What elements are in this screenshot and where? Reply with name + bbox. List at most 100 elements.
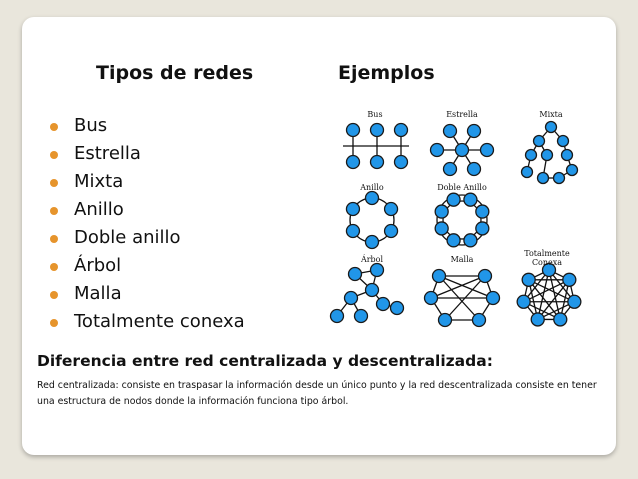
label-bus: Bus: [367, 110, 382, 119]
network-node: [434, 221, 449, 236]
network-node: [479, 142, 495, 158]
list-item-label: Estrella: [74, 143, 141, 164]
network-node: [524, 148, 538, 162]
network-node: [383, 201, 399, 217]
network-node: [429, 142, 445, 158]
network-node: [516, 294, 531, 309]
network-topologies-figure: Bus Estrella Mixta Anillo Doble Anillo Á…: [329, 110, 582, 328]
link-line: [438, 275, 494, 299]
ring-line-outer: [436, 194, 488, 246]
network-node: [466, 123, 482, 139]
network-node: [423, 290, 439, 306]
network-node: [446, 233, 461, 248]
list-item-label: Totalmente conexa: [74, 311, 245, 332]
network-node: [552, 171, 566, 185]
link-line: [528, 279, 561, 320]
bullet-icon: [50, 151, 58, 159]
list-item-label: Anillo: [74, 199, 124, 220]
list-item: Estrella: [50, 140, 245, 168]
network-node: [393, 122, 409, 138]
network-node: [485, 290, 501, 306]
bullet-icon: [50, 291, 58, 299]
link-line: [537, 269, 550, 320]
network-node: [437, 312, 453, 328]
network-node: [364, 234, 380, 250]
ring-line-inner: [442, 200, 482, 240]
list-item-label: Malla: [74, 283, 122, 304]
network-node: [345, 154, 361, 170]
link-line: [537, 279, 570, 320]
network-node: [345, 201, 361, 217]
network-node: [393, 154, 409, 170]
list-item-label: Bus: [74, 115, 108, 136]
network-node: [442, 123, 458, 139]
network-node: [521, 272, 536, 287]
bullet-icon: [50, 179, 58, 187]
network-node: [560, 148, 574, 162]
network-node: [463, 233, 478, 248]
network-node: [532, 134, 546, 148]
list-item: Árbol: [50, 252, 245, 280]
network-node: [454, 142, 470, 158]
label-conexa: Conexa: [532, 258, 562, 267]
network-node: [463, 192, 478, 207]
network-node: [544, 120, 558, 134]
list-item: Anillo: [50, 196, 245, 224]
link-line: [444, 275, 486, 321]
bullet-icon: [50, 207, 58, 215]
network-node: [364, 282, 380, 298]
network-node: [520, 165, 534, 179]
list-item: Bus: [50, 112, 245, 140]
network-node: [466, 161, 482, 177]
list-item: Totalmente conexa: [50, 308, 245, 336]
link-line: [430, 275, 486, 299]
network-node: [541, 262, 557, 278]
network-node: [565, 163, 579, 177]
network-node: [369, 154, 385, 170]
network-node: [540, 148, 554, 162]
label-mixta: Mixta: [539, 110, 562, 119]
link-line: [528, 279, 575, 303]
network-node: [567, 294, 582, 309]
list-item-label: Doble anillo: [74, 227, 181, 248]
network-node: [553, 312, 568, 327]
network-node: [475, 204, 490, 219]
section-paragraph: Red centralizada: consiste en traspasar …: [37, 380, 597, 407]
network-node: [431, 268, 447, 284]
network-node: [353, 308, 369, 324]
topology-nodes: [329, 120, 582, 328]
bullet-icon: [50, 235, 58, 243]
bullet-icon: [50, 319, 58, 327]
label-estrella: Estrella: [446, 110, 478, 119]
network-node: [434, 204, 449, 219]
link-line: [548, 269, 561, 320]
network-node: [383, 223, 399, 239]
section-heading: Diferencia entre red centralizada y desc…: [37, 352, 493, 370]
network-node: [369, 262, 385, 278]
network-node: [347, 266, 363, 282]
list-item: Mixta: [50, 168, 245, 196]
network-node: [345, 223, 361, 239]
examples-title: Ejemplos: [338, 62, 435, 84]
list-item-label: Mixta: [74, 171, 124, 192]
link-line: [523, 279, 570, 303]
network-node: [475, 221, 490, 236]
network-node: [536, 171, 550, 185]
list-item: Malla: [50, 280, 245, 308]
list-item-label: Árbol: [74, 255, 122, 276]
network-node: [477, 268, 493, 284]
network-node: [375, 296, 391, 312]
label-malla: Malla: [451, 255, 474, 264]
bullet-icon: [50, 263, 58, 271]
bullet-icon: [50, 123, 58, 131]
network-types-list: Bus Estrella Mixta Anillo Doble anillo Á…: [50, 112, 245, 336]
list-item: Doble anillo: [50, 224, 245, 252]
network-node: [364, 190, 380, 206]
network-node: [343, 290, 359, 306]
network-node: [562, 272, 577, 287]
network-node: [329, 308, 345, 324]
network-node: [389, 300, 405, 316]
label-arbol: Árbol: [360, 255, 384, 264]
network-node: [556, 134, 570, 148]
network-node: [345, 122, 361, 138]
